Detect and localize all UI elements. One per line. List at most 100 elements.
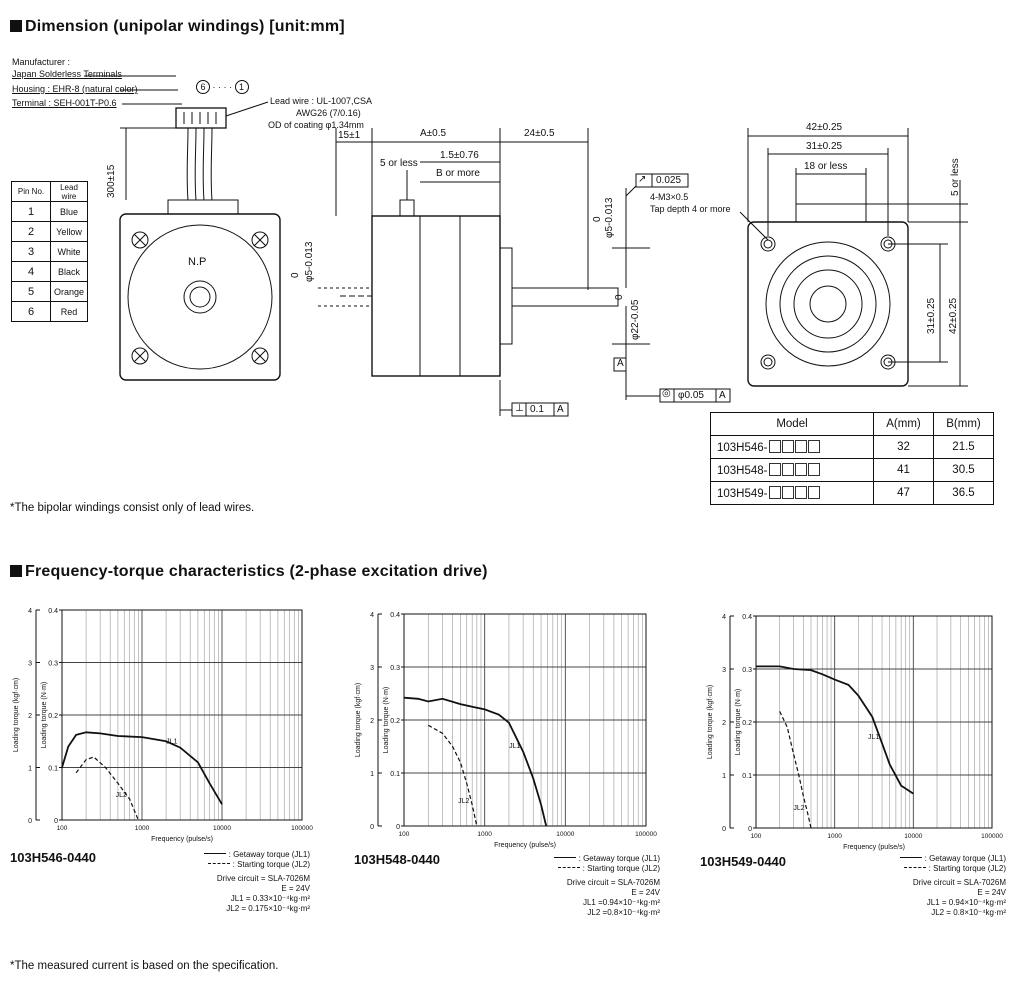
dim-1-5: 1.5±0.76: [440, 150, 479, 161]
y2-tick-label: 1: [370, 771, 374, 778]
dashed-line-icon: [207, 863, 230, 864]
bullet-square-icon: [10, 565, 22, 577]
y2-axis-label: Loading torque (kgf·cm): [707, 685, 714, 759]
chart-legend: : Getaway torque (JL1) : Starting torque…: [886, 854, 1006, 918]
x-tick-label: 1000: [135, 825, 150, 832]
x-axis-label: Frequency (pulse/s): [843, 844, 905, 851]
x-tick-label: 100: [399, 831, 410, 838]
series-line-jl2: [428, 724, 478, 827]
y2-axis-label: Loading torque (kgf·cm): [355, 683, 362, 757]
dim-pilot-tol: 0: [614, 294, 625, 300]
model-suffix-boxes: [768, 486, 820, 500]
y2-tick-label: 4: [370, 612, 374, 619]
series-label: JL1: [166, 739, 177, 746]
dashed-line-icon: [557, 867, 580, 868]
connector-manufacturer-name: Japan Solderless Terminals: [12, 69, 122, 79]
lead-wire-od: OD of coating φ1.34mm: [268, 120, 364, 130]
y-tick-label: 0.4: [390, 612, 400, 619]
connector-terminal: Terminal : SEH-001T-P0.6: [12, 98, 117, 108]
datum-a: A: [617, 358, 624, 369]
perp-value: 0.1: [530, 404, 544, 415]
lead-wire-awg: AWG26 (7/0.16): [296, 108, 361, 118]
y-tick-label: 0: [396, 824, 400, 831]
y-tick-label: 0.3: [48, 661, 58, 668]
perp-ref: A: [557, 404, 564, 415]
y2-tick-label: 0: [28, 818, 32, 825]
solid-line-icon: [553, 857, 576, 858]
chart-model-name: 103H549-0440: [700, 854, 787, 869]
series-label: JL2: [116, 792, 127, 799]
chart-legend: : Getaway torque (JL1) : Starting torque…: [190, 850, 310, 914]
model-table-row: 103H549- 47 36.5: [710, 481, 994, 505]
series-label: JL2: [793, 805, 804, 812]
dim-31-top: 31±0.25: [806, 141, 843, 152]
y2-tick-label: 1: [28, 766, 32, 773]
series-line-jl1: [403, 696, 548, 827]
y-axis-label: Loading torque (N·m): [735, 689, 742, 756]
chart-model-name: 103H546-0440: [10, 850, 97, 865]
x-tick-label: 100: [57, 825, 68, 832]
dim-shaft-left-tol: 0: [290, 272, 301, 278]
dim-shaft-top: φ5-0.013: [604, 197, 615, 238]
model-suffix-boxes: [768, 440, 820, 454]
series-line-jl2: [779, 711, 812, 829]
y-tick-label: 0.1: [48, 766, 58, 773]
pin-range: 6 · · · · 1: [196, 80, 249, 94]
dim-pilot: φ22-0.05: [630, 299, 641, 340]
dim-a: A±0.5: [420, 128, 447, 139]
y2-tick-label: 0: [370, 824, 374, 831]
series-label: JL1: [868, 734, 879, 741]
x-axis-label: Frequency (pulse/s): [151, 836, 213, 843]
y2-tick-label: 4: [28, 608, 32, 615]
dim-tap-depth: Tap depth 4 or more: [650, 204, 731, 214]
y2-axis-label: Loading torque (kgf·cm): [13, 678, 20, 752]
chart-legend: : Getaway torque (JL1) : Starting torque…: [540, 854, 660, 918]
y-tick-label: 0.2: [48, 713, 58, 720]
dim-shaft-left: φ5-0.013: [304, 241, 315, 282]
series-label: JL1: [509, 743, 520, 750]
y-tick-label: 0.2: [390, 718, 400, 725]
y-tick-label: 0.1: [390, 771, 400, 778]
dim-b-or-more: B or more: [436, 168, 480, 179]
x-tick-label: 1000: [477, 831, 492, 838]
connector-manufacturer-label: Manufacturer :: [12, 57, 71, 67]
y-tick-label: 0.1: [742, 773, 752, 780]
chart-model-name: 103H548-0440: [354, 852, 441, 867]
x-tick-label: 100000: [635, 831, 657, 838]
perpendicular-icon: ⊥: [515, 403, 524, 414]
y2-tick-label: 3: [28, 661, 32, 668]
dim-tap: 4-M3×0.5: [650, 192, 689, 202]
y2-tick-label: 2: [722, 720, 726, 727]
runout-symbol: ↗: [638, 174, 647, 185]
y-axis-label: Loading torque (N·m): [383, 687, 390, 754]
y-tick-label: 0: [54, 818, 58, 825]
dim-24: 24±0.5: [524, 128, 555, 139]
concentric-icon: ◎: [662, 388, 671, 399]
series-line-jl2: [75, 756, 139, 821]
model-table-row: 103H548- 41 30.5: [710, 458, 994, 482]
y-tick-label: 0: [748, 826, 752, 833]
solid-line-icon: [203, 853, 226, 854]
runout-value: 0.025: [656, 175, 682, 186]
y2-tick-label: 4: [722, 614, 726, 621]
bipolar-note: *The bipolar windings consist only of le…: [10, 502, 255, 514]
model-table: Model A(mm) B(mm) 103H546- 32 21.5 103H5…: [710, 412, 994, 505]
y2-tick-label: 3: [370, 665, 374, 672]
x-tick-label: 10000: [213, 825, 231, 832]
y2-tick-label: 2: [28, 713, 32, 720]
x-tick-label: 1000: [827, 833, 842, 840]
solid-line-icon: [899, 857, 922, 858]
dim-shaft-top-tol: 0: [592, 216, 603, 222]
y-tick-label: 0.4: [48, 608, 58, 615]
dim-five-less-right: 5 or less: [950, 158, 961, 196]
dimension-section-title: Dimension (unipolar windings) [unit:mm]: [10, 18, 345, 36]
series-line-jl1: [61, 731, 223, 805]
dim-42-top: 42±0.25: [806, 122, 843, 133]
